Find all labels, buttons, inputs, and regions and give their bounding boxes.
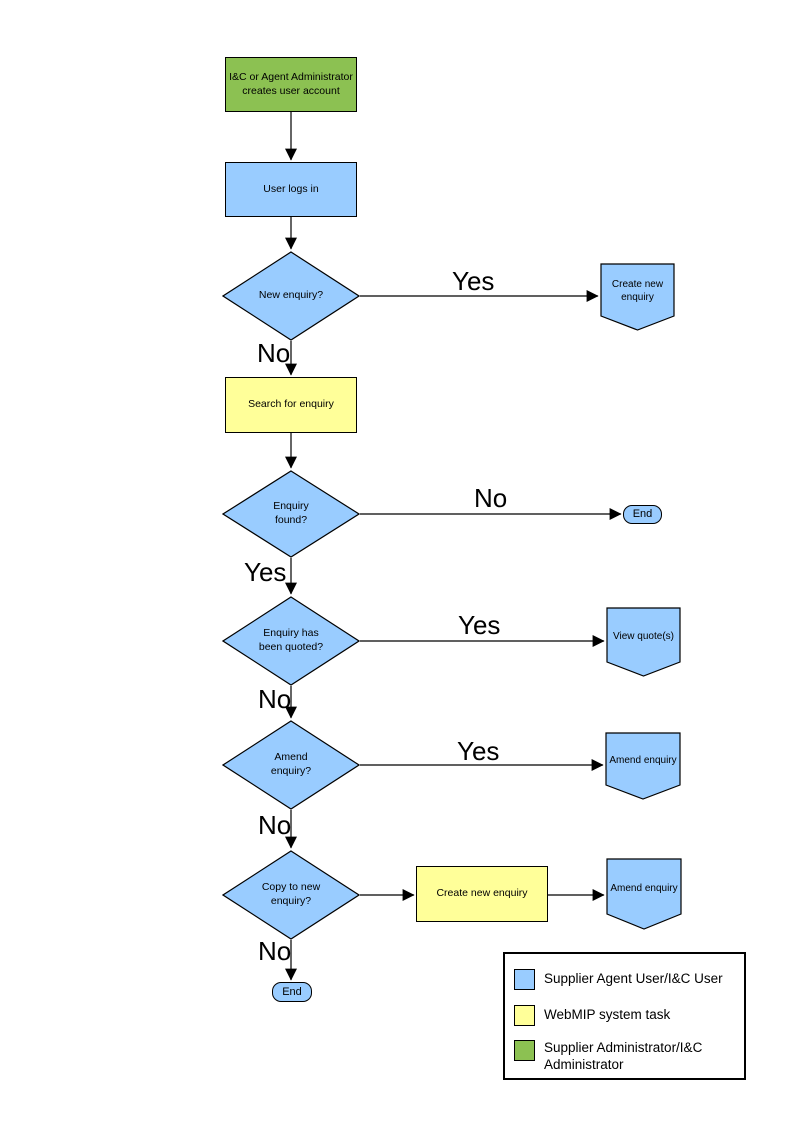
edge-label-yes: Yes bbox=[244, 557, 287, 587]
node-label: Search for enquiry bbox=[248, 398, 334, 411]
node-admin-creates-account: I&C or Agent Administrator creates user … bbox=[225, 57, 357, 112]
node-label: Create new enquiry bbox=[436, 887, 528, 900]
edge-label-yes: Yes bbox=[457, 736, 500, 766]
node-end-terminator-right: End bbox=[623, 505, 662, 524]
legend-label: Supplier Agent User/I&C User bbox=[544, 971, 723, 986]
legend-swatch-green bbox=[514, 1040, 535, 1061]
pentagon-shape bbox=[600, 263, 675, 331]
node-enquiry-quoted-decision: Enquiry has been quoted? bbox=[222, 596, 360, 686]
edge-label-yes: Yes bbox=[452, 266, 495, 296]
node-create-new-enquiry-task: Create new enquiry bbox=[416, 866, 548, 922]
node-label: End bbox=[632, 508, 653, 521]
node-copy-to-new-decision: Copy to new enquiry? bbox=[222, 850, 360, 940]
node-label: New enquiry? bbox=[258, 289, 324, 302]
node-label: Amend enquiry? bbox=[270, 751, 312, 777]
legend-swatch-yellow bbox=[514, 1005, 535, 1026]
node-label: Copy to new enquiry? bbox=[261, 881, 321, 907]
node-amend-enquiry-decision: Amend enquiry? bbox=[222, 720, 360, 810]
edge-label-no: No bbox=[258, 936, 292, 966]
node-new-enquiry-decision: New enquiry? bbox=[222, 251, 360, 341]
pentagon-shape bbox=[606, 607, 681, 677]
legend-label: Supplier Administrator/I&C Administrator bbox=[544, 1040, 703, 1072]
diamond-shape bbox=[222, 850, 360, 940]
diamond-shape bbox=[222, 720, 360, 810]
node-amend-enquiry-offpage-upper: Amend enquiry bbox=[605, 732, 681, 800]
pentagon-shape bbox=[606, 858, 682, 930]
node-view-quotes-offpage: View quote(s) bbox=[606, 607, 681, 677]
node-label: End bbox=[282, 985, 302, 998]
legend: Supplier Agent User/I&C User WebMIP syst… bbox=[503, 952, 746, 1080]
edge-label-yes: Yes bbox=[458, 610, 501, 640]
legend-swatch-blue bbox=[514, 969, 535, 990]
node-amend-enquiry-offpage-lower: Amend enquiry bbox=[606, 858, 682, 930]
edge-label-no: No bbox=[258, 810, 292, 840]
node-label: Enquiry found? bbox=[273, 500, 309, 526]
node-enquiry-found-decision: Enquiry found? bbox=[222, 470, 360, 558]
pentagon-shape bbox=[605, 732, 681, 800]
node-label: View quote(s) bbox=[613, 630, 674, 642]
node-user-logs-in: User logs in bbox=[225, 162, 357, 217]
edge-label-no: No bbox=[258, 684, 292, 714]
edge-label-no: No bbox=[257, 338, 291, 368]
node-label: Create new enquiry bbox=[611, 279, 664, 303]
node-label: I&C or Agent Administrator creates user … bbox=[229, 70, 353, 97]
node-end-terminator-bottom: End bbox=[272, 982, 312, 1002]
node-label: Enquiry has been quoted? bbox=[258, 627, 324, 653]
node-label: User logs in bbox=[263, 182, 319, 195]
node-create-new-enquiry-offpage: Create new enquiry bbox=[600, 263, 675, 331]
node-search-for-enquiry: Search for enquiry bbox=[225, 377, 357, 433]
diamond-shape bbox=[222, 470, 360, 558]
diamond-shape bbox=[222, 596, 360, 686]
node-label: Amend enquiry bbox=[610, 882, 678, 894]
node-label: Amend enquiry bbox=[609, 754, 677, 766]
diamond-shape bbox=[222, 251, 360, 341]
edge-label-no: No bbox=[474, 483, 508, 513]
legend-label: WebMIP system task bbox=[544, 1007, 671, 1022]
